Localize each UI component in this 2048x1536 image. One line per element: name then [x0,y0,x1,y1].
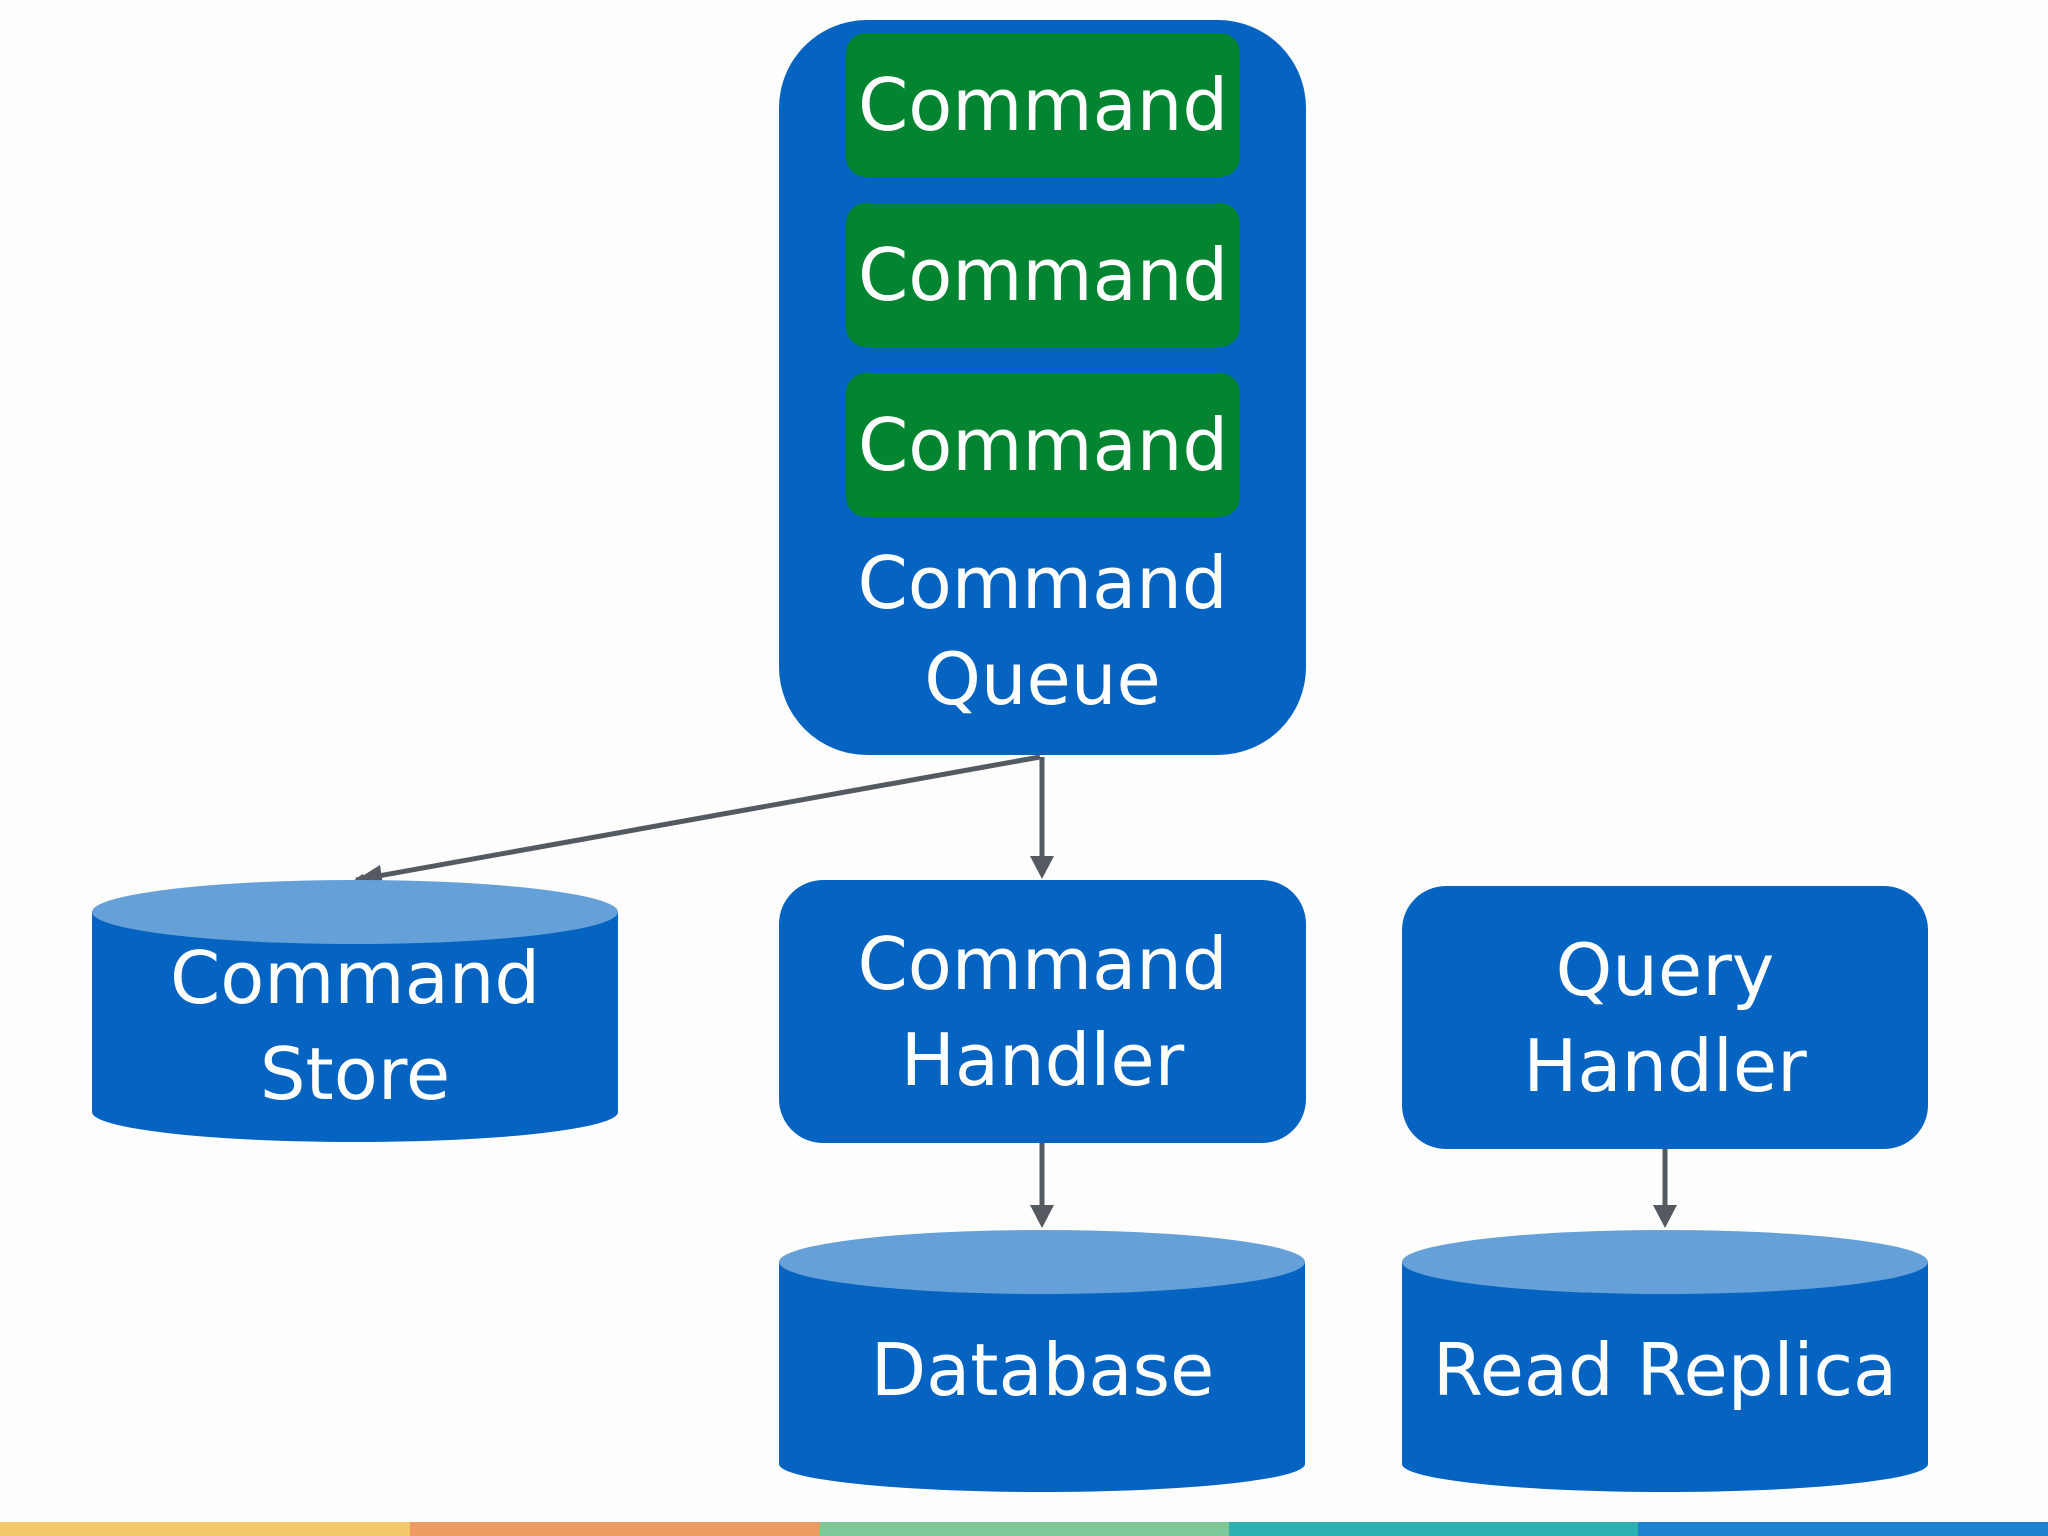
command-store-label-line2: Store [259,1032,451,1116]
database-label: Database [870,1328,1215,1412]
footer-stripe-yellow [0,1522,410,1536]
footer-stripe-orange [410,1522,820,1536]
command-handler-label-line2: Handler [900,1017,1185,1102]
command-item: Command [846,33,1240,177]
command-item: Command [846,373,1240,517]
footer-stripe-green [820,1522,1229,1536]
read-replica-label: Read Replica [1432,1328,1898,1412]
command-item-label: Command [857,403,1229,487]
read-replica-cylinder [1402,1230,1928,1492]
arrowhead-command-handler [1030,856,1054,879]
command-item-label: Command [857,63,1229,147]
arrowhead-read-replica [1653,1205,1677,1228]
command-item-label: Command [857,233,1229,317]
footer-stripe-teal [1229,1522,1638,1536]
arrowhead-database [1030,1205,1054,1228]
read-replica: Read Replica [1402,1292,1928,1462]
query-handler: Query Handler [1402,886,1928,1149]
command-queue-label-line2: Queue [924,637,1161,721]
command-handler: Command Handler [779,880,1306,1143]
command-queue-label-line1: Command [857,541,1228,625]
footer-stripe-blue [1638,1522,2048,1536]
database: Database [779,1292,1306,1462]
query-handler-label-line2: Handler [1523,1023,1807,1108]
command-store: Command Store [92,928,618,1128]
arrowhead-command-store [356,865,383,885]
command-store-label-line1: Command [169,936,541,1020]
command-item: Command [846,203,1240,347]
command-queue: Command Command Command Command Queue [779,20,1306,755]
command-handler-label-line1: Command [857,921,1228,1006]
database-cylinder [779,1230,1305,1492]
arrow-queue-to-command-store [354,754,1041,884]
command-queue-label: Command Queue [779,535,1306,727]
query-handler-label-line1: Query [1555,927,1775,1012]
command-store-cylinder [92,880,618,1142]
